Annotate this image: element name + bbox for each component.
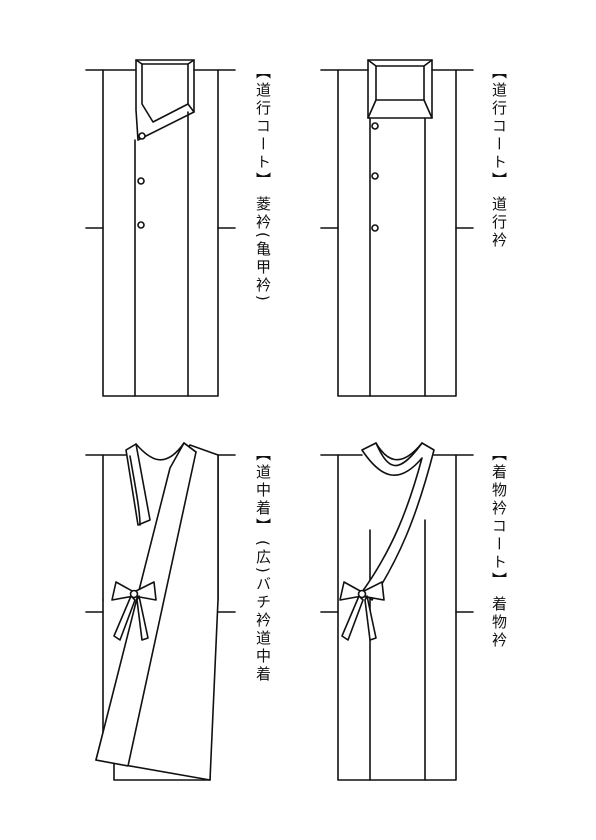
collar-label: 道行衿 bbox=[490, 196, 508, 250]
category-label: 【道行コート】 bbox=[490, 64, 508, 190]
michiyuki-hishi-collar-coat bbox=[85, 59, 236, 397]
coat-button bbox=[371, 122, 379, 130]
collar-label: 着物衿 bbox=[490, 596, 508, 650]
coat-button bbox=[371, 224, 379, 232]
ribbon-tie bbox=[111, 581, 157, 641]
michiyuki-collar-coat bbox=[320, 59, 474, 397]
coat-button bbox=[137, 177, 145, 185]
dochugi-bachi-collar-coat bbox=[85, 442, 236, 781]
coat-button bbox=[137, 221, 145, 229]
coat-button bbox=[371, 172, 379, 180]
coat-button bbox=[138, 132, 146, 140]
category-label: 【道行コート】 bbox=[254, 64, 272, 190]
collar-label: (広)バチ衿道中着 bbox=[254, 540, 272, 684]
collar-label: 菱衿(亀甲衿) bbox=[254, 196, 272, 304]
category-label: 【着物衿コート】 bbox=[490, 446, 508, 590]
kimono-collar-coat bbox=[320, 442, 474, 781]
category-label: 【道中着】 bbox=[254, 446, 272, 536]
ribbon-tie bbox=[339, 581, 385, 641]
